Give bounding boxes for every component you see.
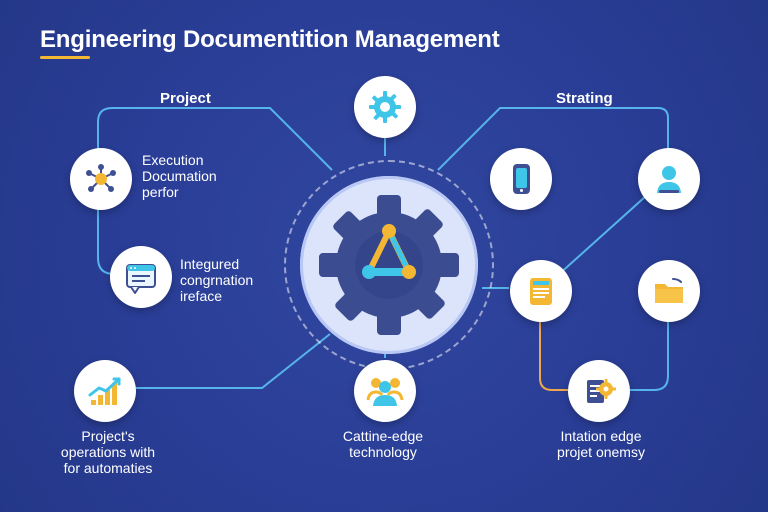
technology-label-line-1: Cattine-edge bbox=[342, 428, 424, 444]
bar-chart-icon bbox=[88, 377, 121, 405]
intation-label: Intation edge projet onemsy bbox=[536, 428, 666, 460]
document-icon bbox=[530, 278, 552, 305]
section-strating-heading: Strating bbox=[556, 90, 613, 107]
technology-node bbox=[354, 360, 416, 422]
people-collaboration-icon bbox=[366, 378, 404, 406]
operations-node bbox=[74, 360, 136, 422]
folder-node bbox=[638, 260, 700, 322]
folder-icon bbox=[655, 278, 683, 303]
execution-label-line-2: Documation bbox=[142, 168, 217, 184]
integrated-label-line-2: congrnation bbox=[180, 272, 254, 288]
right-diagonal-connector bbox=[556, 195, 647, 277]
gear-icon bbox=[369, 91, 401, 123]
intation-label-line-2: projet onemsy bbox=[557, 444, 645, 460]
page-title: Engineering Documentition Management bbox=[40, 26, 500, 53]
mobile-node bbox=[490, 148, 552, 210]
orange-connector bbox=[539, 316, 568, 391]
operations-label: Project's operations with for automaties bbox=[48, 428, 168, 476]
document-gear-node bbox=[568, 360, 630, 422]
central-workflow bbox=[284, 160, 494, 370]
bottom-right-connector bbox=[630, 320, 669, 391]
browser-window-icon bbox=[126, 264, 156, 294]
section-project-heading: Project bbox=[160, 90, 211, 107]
operations-label-line-3: for automaties bbox=[63, 460, 153, 476]
execution-label-line-3: perfor bbox=[142, 184, 179, 200]
gear-node bbox=[354, 76, 416, 138]
integrated-label-line-1: Integured bbox=[180, 256, 240, 272]
central-disc bbox=[300, 176, 478, 354]
integrated-label: Integured congrnation ireface bbox=[180, 256, 253, 304]
operations-label-line-1: Project's bbox=[81, 428, 135, 444]
operations-label-line-2: operations with bbox=[60, 444, 156, 460]
user-node bbox=[638, 148, 700, 210]
integrated-label-line-3: ireface bbox=[180, 288, 223, 304]
smartphone-icon bbox=[513, 164, 530, 194]
execution-label-line-1: Execution bbox=[142, 152, 204, 168]
integrated-node bbox=[110, 246, 172, 308]
user-profile-icon bbox=[657, 166, 681, 193]
document-node bbox=[510, 260, 572, 322]
title-underline bbox=[40, 56, 90, 59]
network-icon bbox=[86, 164, 116, 192]
technology-label-line-2: technology bbox=[349, 444, 417, 460]
execution-node bbox=[70, 148, 132, 210]
technology-label: Cattine-edge technology bbox=[318, 428, 448, 460]
gear-workflow-icon bbox=[319, 195, 459, 335]
intation-label-line-1: Intation edge bbox=[560, 428, 642, 444]
document-gear-icon bbox=[587, 379, 616, 403]
execution-label: Execution Documation perfor bbox=[142, 152, 217, 200]
